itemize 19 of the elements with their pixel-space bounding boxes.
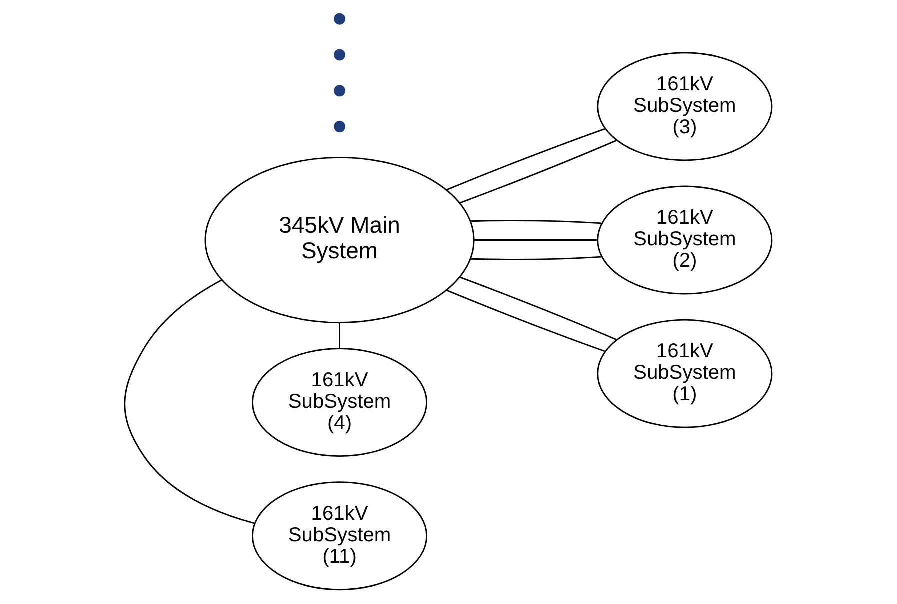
node-ellipse: 345kV Main System: [204, 156, 475, 324]
node-ellipse: 161kV SubSystem (1): [597, 319, 773, 428]
node-circle: [334, 49, 346, 61]
connector: [470, 256, 602, 260]
connector: [339, 323, 340, 349]
node-circle: [334, 121, 346, 133]
connector: [446, 128, 606, 191]
node-circle: [334, 85, 346, 97]
connector: [460, 140, 618, 204]
node-ellipse: 161kV SubSystem (3): [597, 52, 773, 162]
node-ellipse: 161kV SubSystem (11): [252, 482, 428, 591]
node-circle: [334, 13, 346, 25]
connector: [474, 240, 598, 241]
connector: [470, 220, 602, 224]
connector: [446, 290, 606, 352]
connector: [124, 280, 255, 524]
node-ellipse: 161kV SubSystem (4): [252, 348, 428, 458]
connector: [460, 276, 618, 341]
node-ellipse: 161kV SubSystem (2): [597, 186, 773, 295]
